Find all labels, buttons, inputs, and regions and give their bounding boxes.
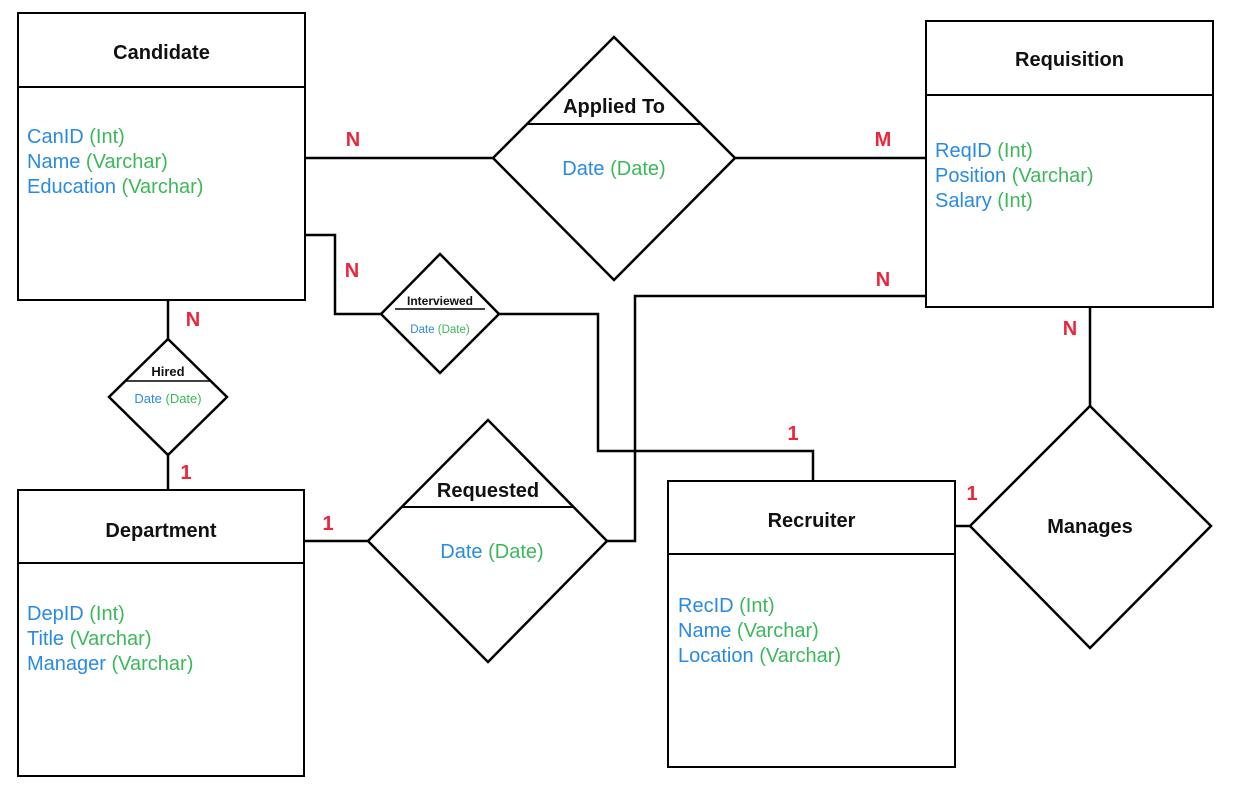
- attribute: DepID (Int): [27, 603, 125, 625]
- manages-title: Manages: [1047, 516, 1133, 538]
- attr-name: Date: [440, 541, 482, 563]
- entity-department: Department DepID (Int) Title (Varchar) M…: [17, 489, 305, 777]
- attribute: Location (Varchar): [678, 645, 841, 667]
- cardinality-label: N: [1063, 318, 1077, 340]
- attr-name: Date: [410, 324, 434, 336]
- department-box: [17, 489, 305, 777]
- attr-name: Date: [562, 158, 604, 180]
- attr-type: (Varchar): [737, 620, 819, 642]
- attr-name: ReqID: [935, 140, 992, 162]
- attribute: Position (Varchar): [935, 165, 1094, 187]
- attr-name: CanID: [27, 126, 84, 148]
- attr-name: RecID: [678, 595, 734, 617]
- attr-type: (Date): [488, 541, 544, 563]
- department-title: Department: [105, 520, 216, 542]
- relationship-hired: Hired Date (Date): [107, 337, 229, 457]
- attr-type: (Varchar): [1012, 165, 1094, 187]
- requisition-title: Requisition: [1015, 49, 1124, 71]
- attribute: Name (Varchar): [678, 620, 819, 642]
- cardinality-label: M: [875, 129, 892, 151]
- attr-type: (Int): [997, 140, 1033, 162]
- attr-type: (Varchar): [70, 628, 152, 650]
- hired-diamond: [107, 337, 229, 457]
- cardinality-label: N: [876, 269, 890, 291]
- cardinality-labels: N M N N 1 N 1 1 N 1: [180, 129, 1077, 535]
- manages-diamond: [968, 404, 1213, 650]
- attr-name: Position: [935, 165, 1006, 187]
- interviewed-attribute: Date (Date): [410, 324, 470, 336]
- requisition-box: [925, 20, 1214, 308]
- attr-type: (Varchar): [122, 176, 204, 198]
- attr-type: (Date): [610, 158, 666, 180]
- cardinality-label: 1: [966, 483, 977, 505]
- relationship-manages: Manages: [968, 404, 1213, 650]
- attr-type: (Int): [997, 190, 1033, 212]
- line-interviewed-recruiter: [499, 312, 815, 481]
- applied-to-attribute: Date (Date): [562, 158, 665, 180]
- line-requested-requisition: [607, 294, 926, 543]
- attr-type: (Int): [739, 595, 775, 617]
- attr-name: Name: [27, 151, 80, 173]
- hired-attribute: Date (Date): [134, 391, 201, 406]
- attribute: Salary (Int): [935, 190, 1033, 212]
- attr-type: (Int): [89, 126, 125, 148]
- attr-name: Name: [678, 620, 731, 642]
- attribute: Title (Varchar): [27, 628, 151, 650]
- attr-name: Title: [27, 628, 64, 650]
- entity-candidate: Candidate CanID (Int) Name (Varchar) Edu…: [17, 12, 306, 301]
- candidate-title: Candidate: [113, 42, 210, 64]
- attr-type: (Varchar): [86, 151, 168, 173]
- entity-requisition: Requisition ReqID (Int) Position (Varcha…: [925, 20, 1214, 308]
- requested-attribute: Date (Date): [440, 541, 543, 563]
- cardinality-label: 1: [180, 462, 191, 484]
- cardinality-label: 1: [787, 423, 798, 445]
- relationship-applied-to: Applied To Date (Date): [491, 35, 737, 282]
- candidate-box: [17, 12, 306, 301]
- interviewed-diamond: [379, 252, 501, 375]
- attr-type: (Varchar): [112, 653, 194, 675]
- cardinality-label: N: [186, 309, 200, 331]
- applied-to-title: Applied To: [563, 96, 665, 118]
- requested-title: Requested: [437, 480, 539, 502]
- attribute: Manager (Varchar): [27, 653, 193, 675]
- cardinality-label: N: [346, 129, 360, 151]
- attr-type: (Date): [438, 324, 470, 336]
- recruiter-title: Recruiter: [768, 510, 856, 532]
- attribute: Name (Varchar): [27, 151, 168, 173]
- attribute: RecID (Int): [678, 595, 775, 617]
- attr-name: Location: [678, 645, 754, 667]
- attr-type: (Varchar): [759, 645, 841, 667]
- line-candidate-interviewed: [305, 233, 381, 316]
- connectors: [166, 156, 1092, 543]
- relationship-requested: Requested Date (Date): [366, 418, 609, 664]
- cardinality-label: N: [345, 260, 359, 282]
- attr-name: Salary: [935, 190, 992, 212]
- recruiter-box: [667, 480, 956, 768]
- attr-name: DepID: [27, 603, 84, 625]
- interviewed-title: Interviewed: [407, 294, 473, 308]
- requested-diamond: [366, 418, 609, 664]
- attribute: CanID (Int): [27, 126, 125, 148]
- attr-name: Date: [134, 391, 161, 406]
- entity-recruiter: Recruiter RecID (Int) Name (Varchar) Loc…: [667, 480, 956, 768]
- cardinality-label: 1: [322, 513, 333, 535]
- attr-type: (Int): [89, 603, 125, 625]
- attr-name: Manager: [27, 653, 106, 675]
- attribute: Education (Varchar): [27, 176, 203, 198]
- hired-title: Hired: [151, 364, 184, 379]
- attr-type: (Date): [165, 391, 201, 406]
- attribute: ReqID (Int): [935, 140, 1033, 162]
- applied-to-diamond: [491, 35, 737, 282]
- relationship-interviewed: Interviewed Date (Date): [379, 252, 501, 375]
- attr-name: Education: [27, 176, 116, 198]
